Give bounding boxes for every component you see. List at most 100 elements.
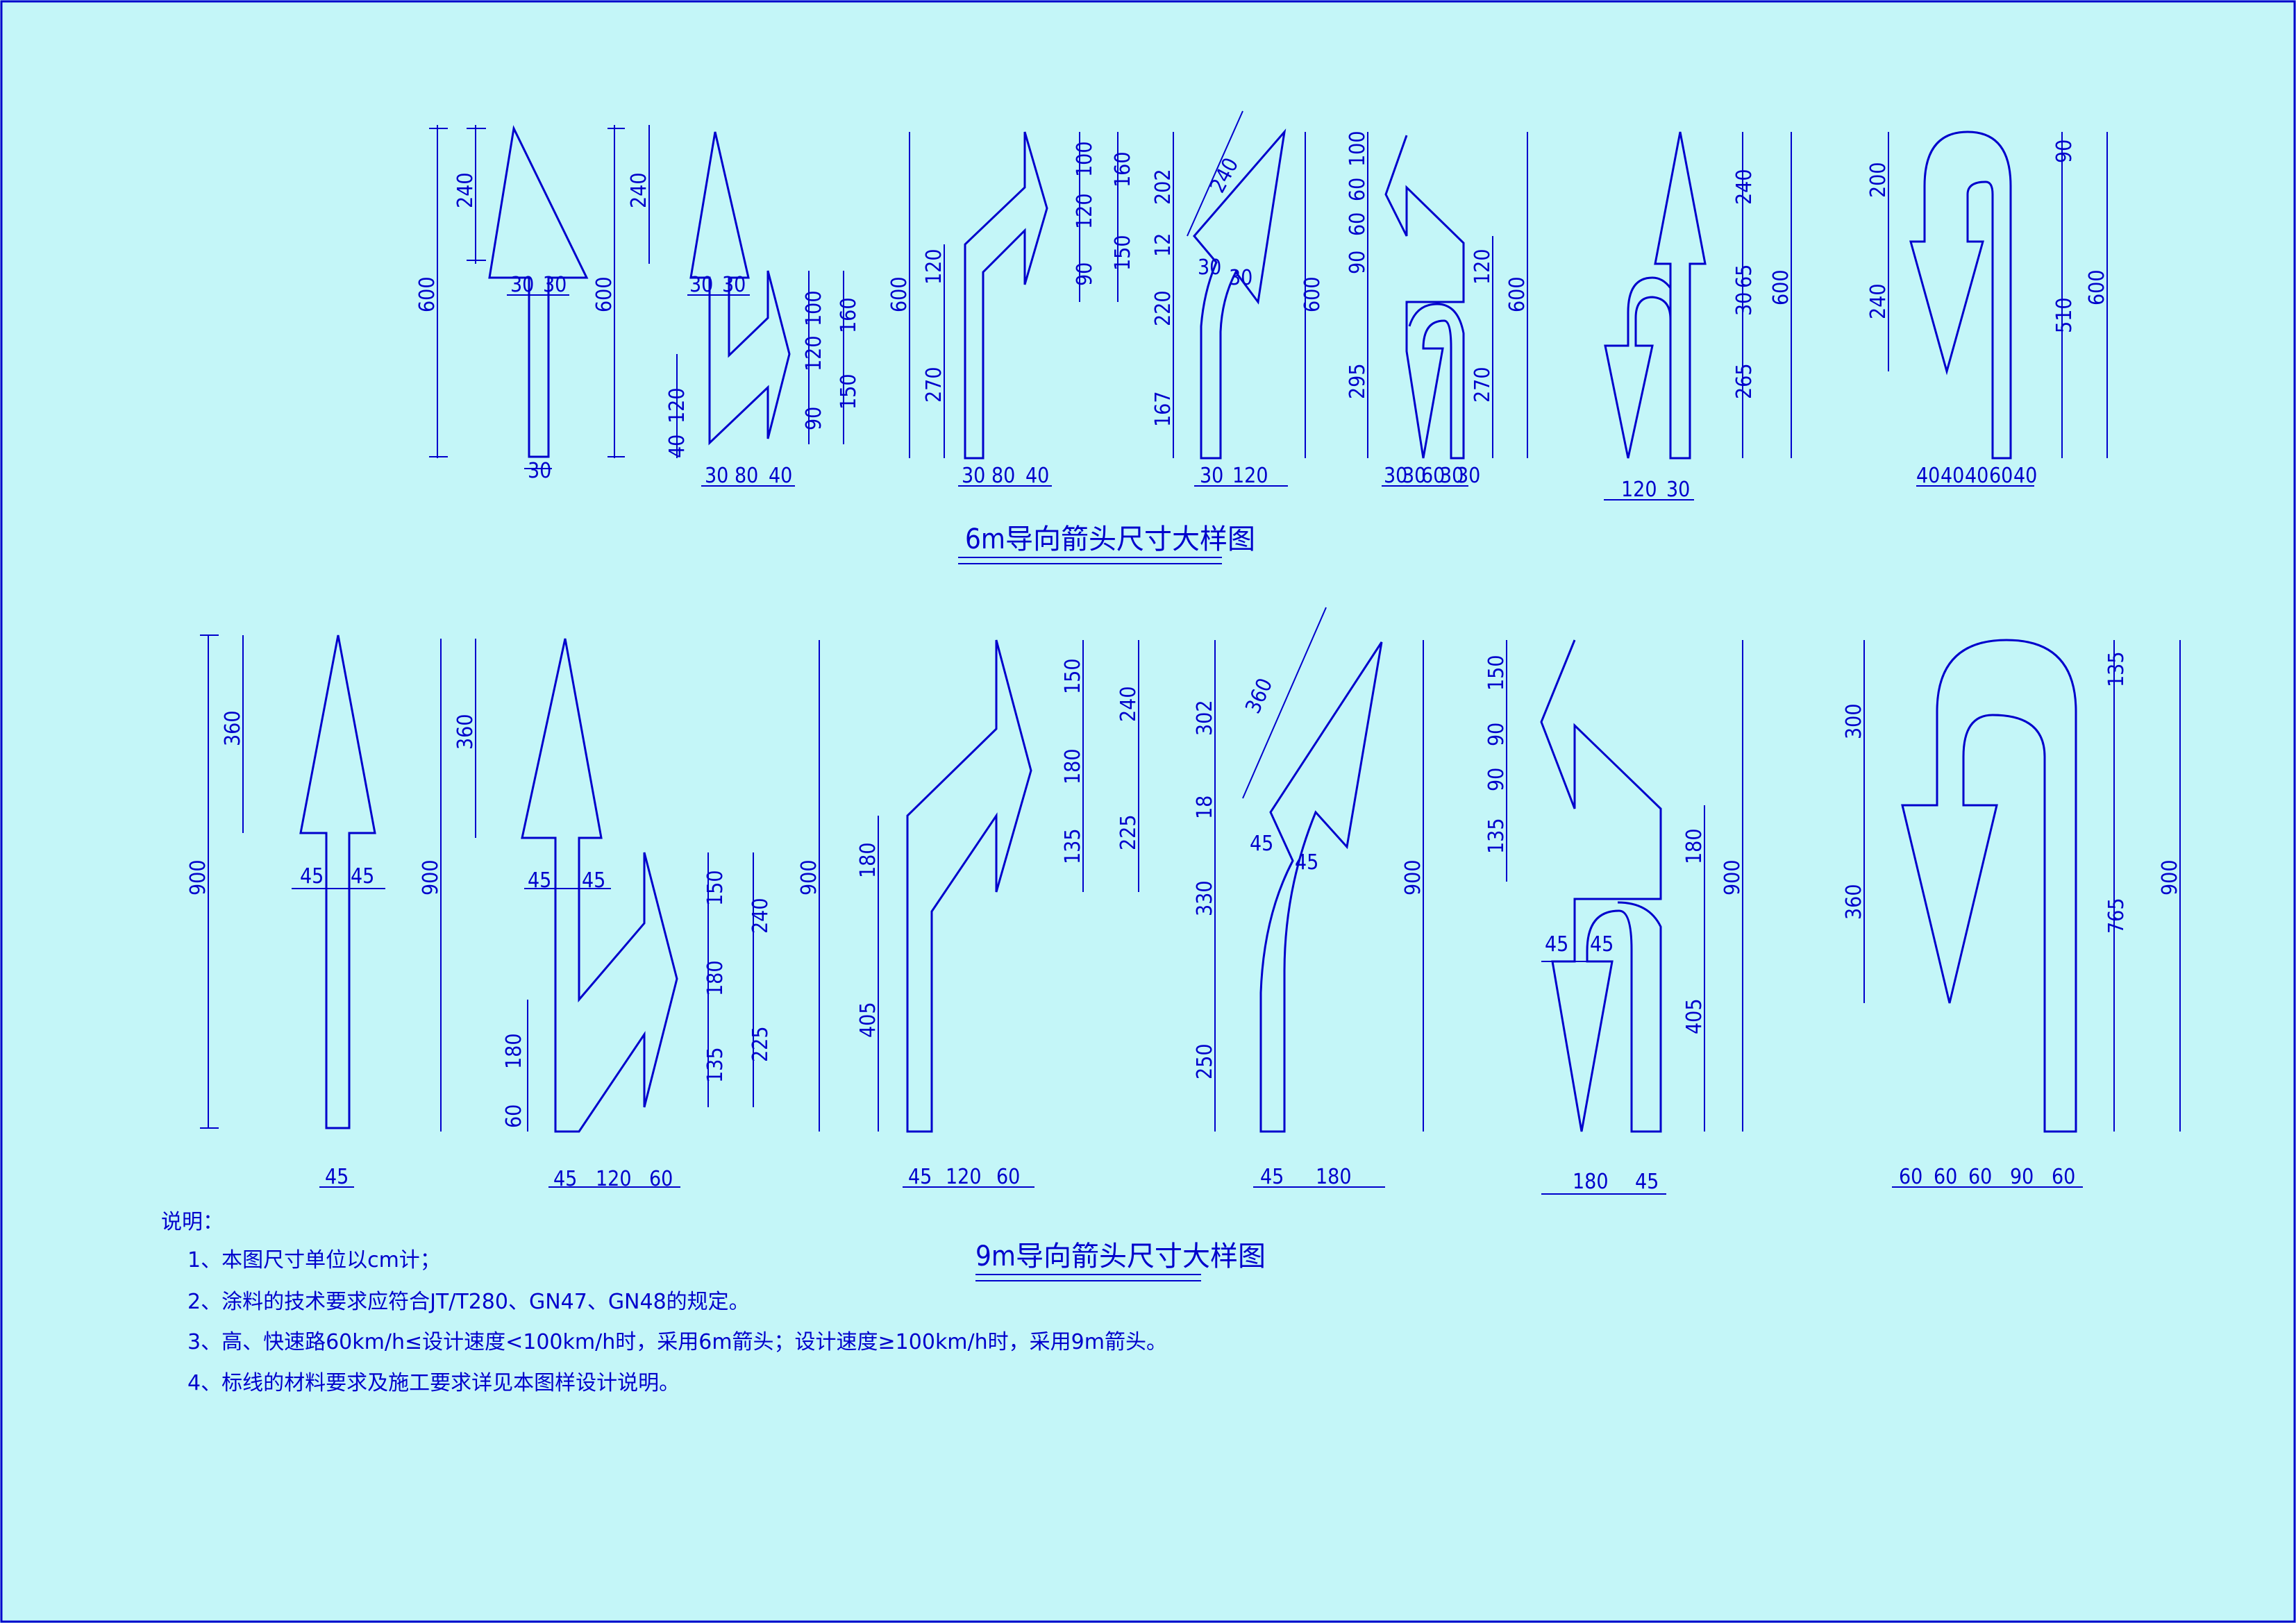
dim-9m-b5-900: 900 [1720, 859, 1745, 895]
dim-9m-b6-135: 135 [2104, 651, 2129, 687]
dim-6m-a4-12: 12 [1151, 233, 1175, 257]
dim-6m-a5-h30d: 30 [1457, 464, 1480, 488]
dim-6m-a1-600: 600 [415, 276, 439, 312]
dim-9m-b2-180b: 180 [703, 960, 728, 996]
dim-9m-b5-h180: 180 [1573, 1170, 1609, 1194]
arrow-6m-straight-right [689, 131, 791, 446]
dim-6m-a2-150: 150 [837, 373, 861, 410]
dim-9m-b1-45a: 45 [300, 864, 324, 889]
dim-6m-a7-h40d: 40 [2013, 464, 2037, 488]
dim-9m-b2-135: 135 [703, 1047, 728, 1083]
arrow-9m-merge [1259, 641, 1383, 1133]
dim-6m-a1-240: 240 [453, 172, 478, 208]
arrow-6m-merge [1193, 128, 1287, 460]
dim-6m-a3-120b: 120 [1073, 193, 1097, 229]
dim-9m-b1-900: 900 [186, 859, 210, 895]
dim-6m-a3-90: 90 [1073, 262, 1097, 286]
dim-6m-a5-h30a: 30 [1384, 464, 1407, 488]
dim-9m-b6-900: 900 [2158, 859, 2182, 895]
dim-6m-a6-30: 30 [1732, 292, 1757, 316]
dim-9m-b2-240: 240 [748, 898, 773, 934]
dim-6m-a7-h40c: 40 [1965, 464, 1988, 488]
title-6m: 6m导向箭头尺寸大样图 [965, 523, 1255, 555]
dim-6m-a5-60a: 60 [1346, 178, 1370, 201]
dim-6m-a2-h40: 40 [769, 464, 792, 488]
note-item-2: 2、涂料的技术要求应符合JT/T280、GN47、GN48的规定。 [187, 1290, 750, 1314]
dim-6m-a1-30c: 30 [528, 459, 551, 483]
dim-9m-b3-150: 150 [1061, 658, 1085, 694]
dim-9m-b6-360: 360 [1842, 884, 1866, 920]
dim-9m-b4-900: 900 [1401, 859, 1425, 895]
dim-9m-b3-225: 225 [1116, 814, 1141, 850]
dim-6m-a3-600: 600 [887, 276, 912, 312]
dim-9m-b6-h60d: 60 [2052, 1165, 2075, 1189]
dim-9m-b5-150: 150 [1484, 655, 1509, 691]
dim-9m-b5-h45a: 45 [1545, 932, 1568, 957]
arrow-9m-straight-right [521, 638, 678, 1133]
dim-9m-b3-h60: 60 [996, 1165, 1020, 1189]
dim-9m-b5-405: 405 [1682, 998, 1707, 1034]
dim-6m-a2-h80: 80 [735, 464, 758, 488]
dim-9m-b5-h45c: 45 [1635, 1170, 1659, 1194]
dim-9m-b6-h60c: 60 [1968, 1165, 1992, 1189]
dim-6m-a4-h30b: 30 [1229, 266, 1252, 290]
dim-9m-b2-900: 900 [419, 859, 443, 895]
dim-6m-a7-510: 510 [2052, 297, 2077, 333]
arrow-9m-left-uturn [1540, 639, 1662, 1133]
dim-9m-b3-h45: 45 [908, 1165, 932, 1189]
dim-6m-a7-h40a: 40 [1916, 464, 1940, 488]
dim-6m-a4-220: 220 [1151, 290, 1175, 326]
dim-6m-a7-90: 90 [2052, 140, 2077, 163]
dim-6m-a3-h30: 30 [962, 464, 985, 488]
dim-6m-a2-240: 240 [627, 172, 651, 208]
dim-9m-b6-300: 300 [1842, 703, 1866, 739]
dim-6m-a4-240: 240 [1205, 154, 1243, 197]
dim-6m-a3-h40: 40 [1025, 464, 1049, 488]
dim-6m-a6-h30: 30 [1666, 478, 1690, 502]
dim-9m-b2-h45c: 45 [553, 1167, 577, 1191]
dim-9m-b5-90a: 90 [1484, 723, 1509, 746]
dim-9m-b5-135: 135 [1484, 818, 1509, 854]
dim-9m-b4-302: 302 [1193, 700, 1217, 736]
arrow-6m-straight-uturn [1604, 131, 1707, 460]
dim-9m-b1-45b: 45 [351, 864, 374, 889]
dim-6m-a2-h30a: 30 [689, 273, 713, 297]
dim-9m-b2-h45b: 45 [582, 868, 605, 893]
dim-9m-b4-h45a: 45 [1250, 832, 1273, 856]
arrow-6m-left-uturn [1384, 135, 1465, 460]
note-item-1: 1、本图尺寸单位以cm计； [187, 1248, 441, 1272]
dim-9m-b5-h45b: 45 [1590, 932, 1614, 957]
dim-6m-a2-120: 120 [665, 387, 689, 423]
dim-9m-b4-18: 18 [1193, 796, 1217, 819]
dim-6m-a3-160: 160 [1111, 151, 1135, 187]
dim-9m-b2-150: 150 [703, 870, 728, 906]
dim-6m-a2-100: 100 [802, 290, 826, 326]
dim-9m-b3-h120: 120 [946, 1165, 982, 1189]
dim-9m-b5-90b: 90 [1484, 768, 1509, 791]
dim-6m-a7-600: 600 [2085, 269, 2109, 305]
dim-6m-a3-150: 150 [1111, 235, 1135, 271]
dim-9m-b2-h45a: 45 [528, 868, 551, 893]
dim-6m-a3-100: 100 [1073, 141, 1097, 177]
dim-9m-b4-h180: 180 [1316, 1165, 1352, 1189]
arrow-9m-straight [299, 634, 376, 1129]
dim-6m-a5-60b: 60 [1346, 212, 1370, 236]
dim-6m-a3-120: 120 [922, 249, 946, 285]
dim-6m-a2-40: 40 [665, 435, 689, 458]
arrow-6m-uturn [1909, 131, 2012, 460]
arrow-9m-right [906, 639, 1032, 1133]
dim-9m-b1-360: 360 [221, 710, 245, 746]
dim-6m-a2-90: 90 [802, 407, 826, 430]
dim-6m-a2-120b: 120 [802, 335, 826, 371]
dim-6m-a3-270: 270 [922, 367, 946, 403]
dim-9m-b3-405: 405 [856, 1002, 880, 1038]
title-9m: 9m导向箭头尺寸大样图 [975, 1241, 1266, 1272]
dim-6m-a4-600: 600 [1300, 276, 1325, 312]
dim-9m-b2-60: 60 [502, 1104, 526, 1128]
dim-6m-a7-240: 240 [1866, 283, 1891, 319]
dim-6m-a7-200: 200 [1866, 162, 1891, 198]
dim-9m-b3-135: 135 [1061, 828, 1085, 864]
dim-6m-a1-30a: 30 [510, 273, 534, 297]
dim-6m-a6-265: 265 [1732, 363, 1757, 399]
